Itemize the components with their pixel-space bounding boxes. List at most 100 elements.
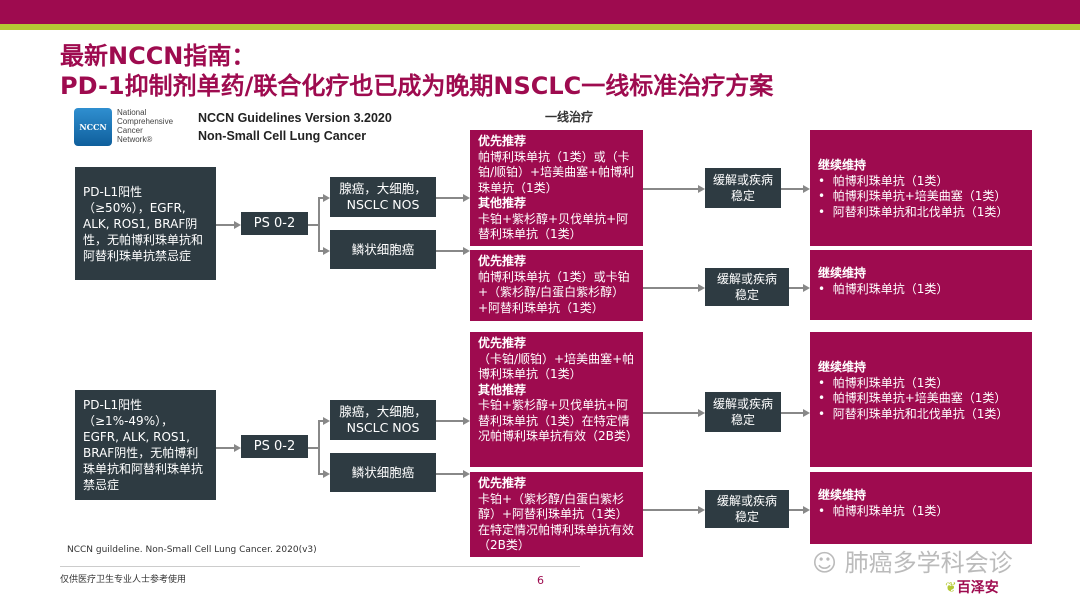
maintenance-item: • 帕博利珠单抗+培美曲塞（1类） — [818, 189, 1024, 205]
arrow-icon — [803, 506, 810, 514]
connector-line — [216, 223, 235, 226]
guidelines-disease: Non-Small Cell Lung Cancer — [198, 129, 367, 143]
brand-logo: ❦百泽安 — [945, 577, 999, 597]
bullet-icon: • — [818, 189, 833, 203]
connector-line — [308, 223, 318, 226]
logo-line: Cancer — [117, 126, 143, 135]
bullet-icon: • — [818, 281, 833, 296]
bullet-icon: • — [818, 503, 833, 518]
top-banner — [0, 0, 1080, 24]
regimen-text: 帕博利珠单抗（1类）或（卡铂/顺铂）+培美曲塞+帕博利珠单抗（1类） — [478, 149, 635, 195]
connector-line — [789, 509, 804, 511]
watermark: ☺ 肺癌多学科会诊 — [812, 543, 1013, 578]
watermark-text: 肺癌多学科会诊 — [844, 549, 1013, 577]
logo-line: Network® — [117, 135, 153, 144]
bullet-icon: • — [818, 406, 833, 421]
maintenance-heading: 继续维持 — [818, 266, 867, 280]
patient-criteria-box: PD-L1阳性（≥50%），EGFR, ALK, ROS1, BRAF阴性，无帕… — [75, 167, 216, 280]
maintenance-item: • 帕博利珠单抗（1类） — [818, 282, 1024, 298]
logo-line: National — [117, 108, 147, 117]
maintenance-box: 继续维持• 帕博利珠单抗（1类） — [810, 250, 1032, 320]
connector-line — [308, 446, 318, 449]
arrow-icon — [698, 409, 705, 417]
page-title-line1: 最新NCCN指南： — [60, 42, 256, 70]
patient-criteria-box: PD-L1阳性（≥1%-49%），EGFR, ALK, ROS1, BRAF阴性… — [75, 390, 216, 500]
maintenance-item-text: 阿替利珠单抗和北伐单抗（1类） — [832, 204, 1009, 219]
treatment-box: 优先推荐（卡铂/顺铂）+培美曲塞+帕博利珠单抗（1类）其他推荐卡铂+紫杉醇+贝伐… — [470, 332, 643, 467]
maintenance-box: 继续维持• 帕博利珠单抗（1类）• 帕博利珠单抗+培美曲塞（1类）• 阿替利珠单… — [810, 332, 1032, 467]
brand-text: 百泽安 — [956, 580, 999, 596]
maintenance-item-text: 帕博利珠单抗（1类） — [832, 173, 949, 188]
arrow-icon — [234, 220, 241, 229]
maintenance-item-text: 帕博利珠单抗（1类） — [832, 375, 949, 390]
treatment-box: 优先推荐卡铂+（紫杉醇/白蛋白紫杉醇）+阿替利珠单抗（1类）在特定情况帕博利珠单… — [470, 472, 643, 557]
regimen-text: 帕博利珠单抗（1类）或卡铂+（紫杉醇/白蛋白紫杉醇）+阿替利珠单抗（1类） — [478, 269, 630, 315]
histology-box: 腺癌，大细胞，NSCLC NOS — [330, 177, 436, 217]
regimen-text: 卡铂+紫杉醇+贝伐单抗+阿替利珠单抗（1类） — [478, 211, 629, 242]
recommendation-heading: 其他推荐 — [478, 382, 527, 397]
connector-line — [643, 188, 699, 190]
maintenance-item-text: 帕博利珠单抗+培美曲塞（1类） — [832, 189, 1007, 203]
connector-line — [643, 412, 699, 414]
arrow-icon — [803, 185, 810, 193]
arrow-icon — [463, 469, 470, 478]
divider — [60, 566, 580, 567]
disclaimer: 仅供医疗卫生专业人士参考使用 — [60, 575, 187, 585]
maintenance-item: • 帕博利珠单抗（1类） — [818, 504, 1024, 520]
accent-stripe — [0, 24, 1080, 30]
arrow-icon — [803, 284, 810, 292]
maintenance-item-text: 阿替利珠单抗和北伐单抗（1类） — [832, 406, 1009, 421]
connector-line — [318, 472, 324, 475]
connector-line — [643, 287, 699, 289]
arrow-icon — [463, 246, 470, 255]
maintenance-item-text: 帕博利珠单抗（1类） — [832, 281, 949, 296]
regimen-text: 卡铂+（紫杉醇/白蛋白紫杉醇）+阿替利珠单抗（1类）在特定情况帕博利珠单抗有效（… — [478, 491, 635, 553]
maintenance-item: • 帕博利珠单抗+培美曲塞（1类） — [818, 391, 1024, 407]
connector-line — [318, 420, 320, 473]
connector-line — [318, 197, 320, 250]
arrow-icon — [323, 469, 330, 478]
maintenance-box: 继续维持• 帕博利珠单抗（1类） — [810, 472, 1032, 544]
maintenance-box: 继续维持• 帕博利珠单抗（1类）• 帕博利珠单抗+培美曲塞（1类）• 阿替利珠单… — [810, 130, 1032, 246]
connector-line — [643, 509, 699, 511]
treatment-box: 优先推荐帕博利珠单抗（1类）或卡铂+（紫杉醇/白蛋白紫杉醇）+阿替利珠单抗（1类… — [470, 250, 643, 321]
arrow-icon — [803, 409, 810, 417]
response-box: 缓解或疾病稳定 — [705, 490, 789, 528]
performance-status-box: PS 0-2 — [241, 212, 308, 235]
arrow-icon — [463, 417, 470, 425]
connector-line — [436, 472, 464, 475]
recommendation-heading: 优先推荐 — [478, 476, 527, 490]
connector-line — [436, 197, 464, 199]
maintenance-item-text: 帕博利珠单抗（1类） — [832, 503, 949, 518]
histology-box: 鳞状细胞癌 — [330, 453, 436, 492]
regimen-text: （卡铂/顺铂）+培美曲塞+帕博利珠单抗（1类） — [478, 351, 635, 382]
response-box: 缓解或疾病稳定 — [705, 168, 781, 208]
treatment-box: 优先推荐帕博利珠单抗（1类）或（卡铂/顺铂）+培美曲塞+帕博利珠单抗（1类）其他… — [470, 130, 643, 246]
maintenance-item-text: 帕博利珠单抗+培美曲塞（1类） — [832, 391, 1007, 405]
arrow-icon — [234, 443, 241, 452]
maintenance-heading: 继续维持 — [818, 360, 867, 374]
nccn-logo-text: National Comprehensive Cancer Network® — [117, 108, 173, 144]
response-box: 缓解或疾病稳定 — [705, 392, 781, 432]
histology-box: 腺癌，大细胞，NSCLC NOS — [330, 400, 436, 440]
wechat-icon: ☺ — [812, 549, 838, 577]
maintenance-item: • 帕博利珠单抗（1类） — [818, 174, 1024, 190]
footnote: NCCN guildeline. Non-Small Cell Lung Can… — [67, 545, 317, 555]
arrow-icon — [698, 284, 705, 292]
maintenance-item: • 帕博利珠单抗（1类） — [818, 376, 1024, 392]
connector-line — [318, 249, 324, 252]
bullet-icon: • — [818, 375, 833, 390]
arrow-icon — [698, 506, 705, 514]
connector-line — [318, 420, 324, 422]
connector-line — [318, 197, 324, 199]
connector-line — [436, 420, 464, 422]
histology-box: 鳞状细胞癌 — [330, 230, 436, 269]
maintenance-item: • 阿替利珠单抗和北伐单抗（1类） — [818, 205, 1024, 221]
arrow-icon — [323, 246, 330, 255]
guidelines-version: NCCN Guidelines Version 3.2020 — [198, 111, 392, 125]
response-box: 缓解或疾病稳定 — [705, 268, 789, 306]
arrow-icon — [463, 194, 470, 202]
performance-status-box: PS 0-2 — [241, 435, 308, 458]
maintenance-heading: 继续维持 — [818, 158, 867, 172]
connector-line — [436, 249, 464, 252]
